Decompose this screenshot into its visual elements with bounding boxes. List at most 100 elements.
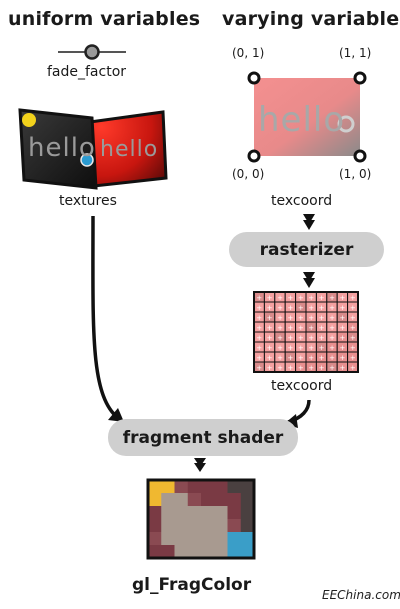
- fragment-sample: +: [308, 324, 314, 332]
- output-pixel: [227, 493, 242, 507]
- fragment-sample: +: [350, 354, 356, 362]
- fragment-sample: +: [329, 354, 335, 362]
- quad-text: hello: [258, 100, 346, 140]
- fragment-sample: +: [308, 294, 314, 302]
- output-pixel: [148, 480, 162, 494]
- fragment-sample: +: [298, 324, 304, 332]
- output-pixel: [214, 506, 228, 520]
- fragment-sample: +: [256, 294, 262, 302]
- fragment-sample: +: [308, 344, 314, 352]
- fragment-sample: +: [350, 364, 356, 372]
- fragment-sample: +: [350, 314, 356, 322]
- fragment-sample: +: [267, 344, 273, 352]
- fragment-sample: +: [350, 334, 356, 342]
- arrow-to-rasterizer: [303, 214, 315, 230]
- fragment-sample: +: [256, 364, 262, 372]
- fragment-sample: +: [329, 324, 335, 332]
- fragment-sample: +: [308, 334, 314, 342]
- fragment-sample: +: [277, 304, 283, 312]
- output-pixel: [148, 545, 162, 559]
- fragment-sample: +: [339, 314, 345, 322]
- arrow-textures-to-shader: [91, 215, 124, 422]
- gl-fragcolor-label: gl_FragColor: [132, 575, 252, 595]
- output-pixel: [214, 493, 228, 507]
- output-pixel: [187, 480, 202, 494]
- output-pixel: [187, 545, 202, 559]
- fragment-sample: +: [350, 324, 356, 332]
- fragment-sample: +: [277, 334, 283, 342]
- fragment-grid-border: [253, 291, 359, 373]
- fragment-sample: +: [339, 334, 345, 342]
- output-pixel: [148, 506, 162, 520]
- fragment-sample: +: [298, 294, 304, 302]
- fragment-sample: +: [277, 294, 283, 302]
- texcoord-quad: [247, 71, 367, 163]
- arrow-to-output: [194, 458, 206, 472]
- output-pixel: [148, 493, 162, 507]
- fragment-sample: +: [308, 304, 314, 312]
- output-pixel: [201, 493, 215, 507]
- fragment-sample: +: [329, 294, 335, 302]
- output-pixel: [161, 480, 175, 494]
- fragment-sample: +: [287, 314, 293, 322]
- fragment-sample: +: [267, 324, 273, 332]
- fragment-sample: +: [329, 314, 335, 322]
- watermark: EEChina.com: [322, 588, 400, 602]
- output-pixel: [174, 493, 189, 507]
- output-pixel: [161, 493, 175, 507]
- output-pixel: [174, 532, 189, 546]
- fragment-sample: +: [319, 354, 325, 362]
- fragment-sample: +: [298, 314, 304, 322]
- output-pixel: [214, 545, 228, 559]
- fragment-sample: +: [287, 324, 293, 332]
- output-pixel: [240, 519, 255, 533]
- uniform-variables-header: uniform variables: [8, 8, 201, 30]
- output-pixel: [148, 519, 162, 533]
- texture-dark: [18, 108, 98, 190]
- texcoord-label-bottom: texcoord: [271, 378, 333, 394]
- output-pixel: [227, 480, 242, 494]
- fragment-sample: +: [277, 314, 283, 322]
- corner-label-tl: (0, 1): [232, 46, 265, 60]
- output-pixel: [174, 506, 189, 520]
- fragment-shader-stage: fragment shader: [108, 419, 298, 456]
- output-pixel: [174, 480, 189, 494]
- fragment-sample: +: [287, 294, 293, 302]
- fragment-sample: +: [277, 364, 283, 372]
- fragment-sample: +: [256, 334, 262, 342]
- fragment-sample: +: [287, 344, 293, 352]
- texture-text-dark: hello: [28, 133, 96, 163]
- fragment-sample: +: [277, 344, 283, 352]
- fragment-sample: +: [287, 354, 293, 362]
- output-border: [146, 478, 256, 560]
- texture-text-red: hello: [100, 137, 159, 162]
- fragment-sample: +: [256, 354, 262, 362]
- fragment-sample: +: [329, 334, 335, 342]
- fragment-sample: +: [319, 364, 325, 372]
- fragment-sample: +: [256, 304, 262, 312]
- fragment-sample: +: [267, 304, 273, 312]
- corner-label-tr: (1, 1): [339, 46, 372, 60]
- fragment-sample: +: [319, 294, 325, 302]
- fragment-sample: +: [287, 334, 293, 342]
- fragment-sample: +: [350, 304, 356, 312]
- output-pixel: [148, 532, 162, 546]
- fragment-sample: +: [329, 344, 335, 352]
- fragment-sample: +: [339, 354, 345, 362]
- fragment-sample: +: [277, 354, 283, 362]
- fragment-sample: +: [329, 304, 335, 312]
- output-pixel: [201, 545, 215, 559]
- fragment-sample: +: [256, 324, 262, 332]
- fragment-sample: +: [298, 354, 304, 362]
- fragment-sample: +: [308, 354, 314, 362]
- output-pixel: [187, 493, 202, 507]
- output-pixel: [201, 480, 215, 494]
- texcoord-label-top: texcoord: [271, 193, 333, 209]
- output-pixel: [240, 545, 255, 559]
- fragment-sample: +: [339, 324, 345, 332]
- fragment-sample: +: [267, 364, 273, 372]
- output-pixel: [227, 545, 242, 559]
- output-pixel: [240, 532, 255, 546]
- fragment-sample: +: [319, 334, 325, 342]
